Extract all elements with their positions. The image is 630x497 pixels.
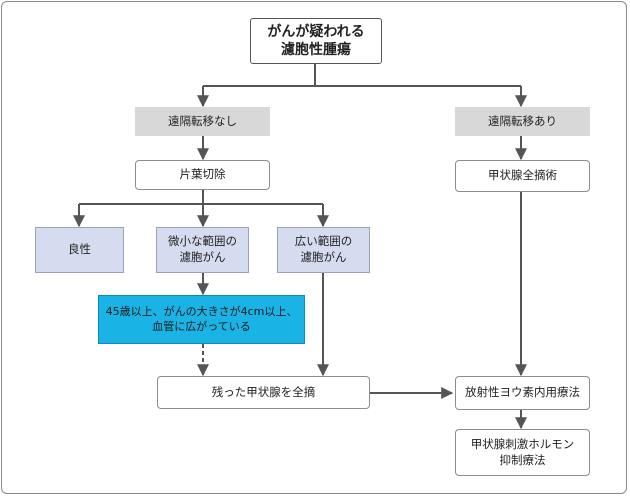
node-no-distant-metastasis: 遠隔転移なし	[135, 107, 270, 136]
node-tsh-suppression-therapy: 甲状腺刺激ホルモン 抑制療法	[455, 429, 590, 476]
node-benign: 良性	[35, 227, 124, 273]
node-widely-invasive-carcinoma: 広い範囲の 濾胞がん	[277, 227, 370, 273]
node-completion-thyroidectomy: 残った甲状腺を全摘	[157, 376, 370, 409]
node-total-thyroidectomy: 甲状腺全摘術	[455, 160, 590, 192]
node-lobectomy: 片葉切除	[135, 160, 270, 190]
node-distant-metastasis: 遠隔転移あり	[455, 107, 590, 136]
node-risk-criteria: 45歳以上、がんの大きさが4cm以上、 血管に広がっている	[98, 295, 305, 344]
node-radioactive-iodine-therapy: 放射性ヨウ素内用療法	[455, 376, 590, 410]
node-root: がんが疑われる 濾胞性腫瘍	[250, 18, 382, 64]
node-minimally-invasive-carcinoma: 微小な範囲の 濾胞がん	[156, 227, 249, 273]
